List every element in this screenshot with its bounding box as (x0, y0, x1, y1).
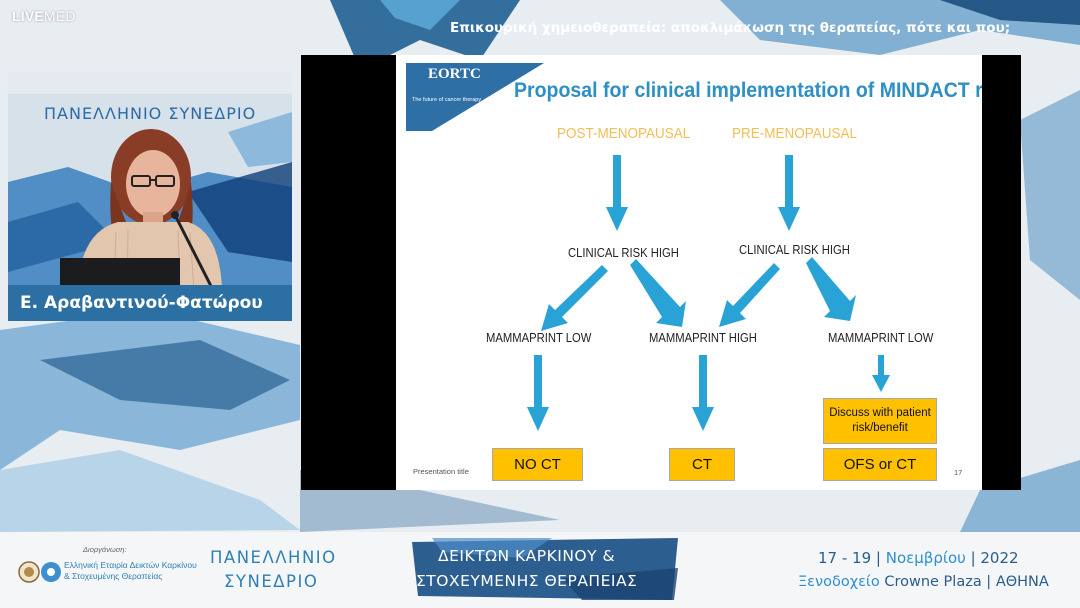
speaker-name-bar: Ε. Αραβαντινού-Φατώρου (8, 285, 292, 321)
group-post-menopausal: POST-MENOPAUSAL (557, 125, 691, 142)
slide-page-number: 17 (954, 468, 963, 477)
organizer-name-line1: Ελληνική Εταιρία Δεικτών Καρκίνου (64, 560, 197, 570)
outcome-ct: CT (669, 448, 735, 481)
organizer-label: Διοργάνωση: (83, 545, 127, 554)
arrow-down-icon (778, 155, 800, 231)
flow-arrows (527, 155, 890, 431)
slide-footer-title: Presentation title (413, 467, 469, 476)
eortc-tagline: The future of cancer therapy (412, 97, 482, 103)
arrow-down-icon (872, 355, 890, 392)
topic-line1: ΔΕΙΚΤΩΝ ΚΑΡΚΙΝΟΥ & (438, 547, 616, 565)
arrow-down-icon (527, 355, 549, 431)
outcome-no-ct: NO CT (492, 448, 583, 481)
arrow-down-left-icon (541, 265, 608, 331)
group-pre-menopausal: PRE-MENOPAUSAL (732, 125, 858, 142)
arrow-down-left-icon (719, 263, 780, 327)
discuss-line2: risk/benefit (852, 422, 908, 434)
discuss-line1: Discuss with patient (829, 407, 931, 419)
risk-label-right: CLINICAL RISK HIGH (739, 243, 850, 257)
arrow-down-right-icon (806, 257, 856, 321)
topic-background (412, 538, 678, 600)
conference-dates: 17 - 19 | Νοεμβρίου | 2022 (818, 549, 1019, 567)
arrow-down-icon (692, 355, 714, 431)
conference-venue: Ξενοδοχείο Crowne Plaza | ΑΘΗΝΑ (798, 574, 1049, 590)
conference-title-line2: ΣΥΝΕΔΡΙΟ (224, 572, 319, 591)
speaker-name: Ε. Αραβαντινού-Φατώρου (20, 293, 263, 313)
result-mammaprint-low-right: MAMMAPRINT LOW (828, 331, 934, 345)
risk-label-left: CLINICAL RISK HIGH (568, 246, 679, 260)
eortc-logo: EORTC (428, 66, 481, 82)
organizer-name-line2: & Στοχευμένης Θεραπείας (64, 571, 163, 581)
session-title: Επικουρική χημειοθεραπεία: αποκλιμάκωση … (450, 20, 1011, 36)
arrow-down-icon (606, 155, 628, 231)
livemed-logo: LIVEMED (12, 8, 76, 24)
organizer-seal-icon (18, 561, 61, 583)
outcome-ofs-or-ct: OFS or CT (823, 448, 937, 481)
presentation-slide: EORTC The future of cancer therapy Propo… (396, 55, 982, 490)
conference-title-line1: ΠΑΝΕΛΛΗΝΙΟ (210, 548, 337, 567)
arrow-down-right-icon (630, 259, 686, 327)
discuss-box: Discuss with patient risk/benefit (823, 398, 937, 444)
topic-line2: ΣΤΟΧΕΥΜΕΝΗΣ ΘΕΡΑΠΕΙΑΣ (416, 572, 638, 590)
result-mammaprint-low-left: MAMMAPRINT LOW (486, 331, 592, 345)
slide-title: Proposal for clinical implementation of … (514, 79, 982, 102)
speaker-backdrop-text: ΠΑΝΕΛΛΗΝΙΟ ΣΥΝΕΔΡΙΟ (44, 104, 257, 123)
result-mammaprint-high: MAMMAPRINT HIGH (649, 331, 757, 345)
slide-graphics (406, 63, 890, 431)
speaker-video: ΠΑΝΕΛΛΗΝΙΟ ΣΥΝΕΔΡΙΟ (8, 72, 292, 290)
speaker-video-scene (8, 72, 292, 290)
